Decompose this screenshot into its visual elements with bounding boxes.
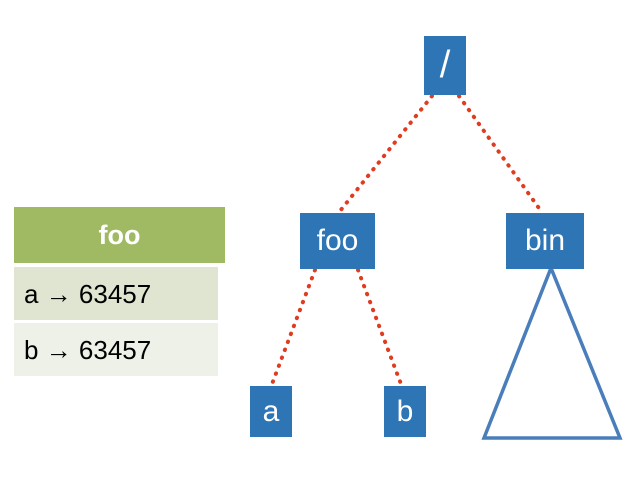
tree-node-b[interactable]: b <box>384 386 426 437</box>
tree-node-b-label: b <box>396 394 414 428</box>
table-row-entry-b: b → 63457 <box>24 334 152 365</box>
tree-node-foo[interactable]: foo <box>300 213 375 269</box>
tree-node-bin-label: bin <box>524 224 566 257</box>
tree-node-a[interactable]: a <box>250 386 292 437</box>
edge-foo-a <box>270 268 317 386</box>
tree-node-root[interactable]: / <box>424 36 466 95</box>
table-row-entry-a: a → 63457 <box>24 278 152 309</box>
table-row[interactable]: a → 63457 <box>14 267 218 320</box>
tree-node-foo-label: foo <box>316 224 359 257</box>
edge-root-bin <box>457 94 543 213</box>
bin-subtree-triangle-icon <box>481 263 623 440</box>
tree-node-bin[interactable]: bin <box>506 213 584 269</box>
tree-node-a-label: a <box>262 394 280 428</box>
tree-node-root-label: / <box>439 43 451 86</box>
edge-foo-b <box>356 268 403 386</box>
table-row[interactable]: b → 63457 <box>14 323 218 376</box>
directory-table-header-label: foo <box>98 219 141 250</box>
directory-table-header: foo <box>14 207 225 263</box>
directory-table: foo a → 63457 b → 63457 <box>14 207 225 376</box>
edge-root-foo <box>338 94 434 213</box>
